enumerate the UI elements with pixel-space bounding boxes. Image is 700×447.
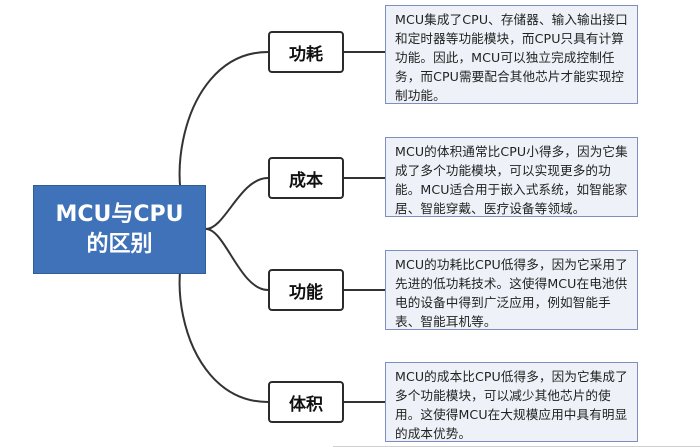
root-topic[interactable]: MCU与CPU 的区别 (33, 185, 206, 274)
leaf-note-power[interactable]: MCU集成了CPU、存储器、输入输出接口和定时器等功能模块，而CPU只具有计算功… (385, 5, 638, 104)
branch-topic-power[interactable]: 功耗 (268, 31, 344, 73)
branch-topic-cost[interactable]: 成本 (268, 157, 344, 199)
root-topic-line-1: MCU与CPU (55, 201, 184, 227)
link-root-branch-2 (205, 177, 269, 230)
link-root-branch-3 (205, 228, 269, 291)
branch-topic-function[interactable]: 功能 (268, 269, 344, 311)
root-topic-line-2: 的区别 (86, 231, 153, 257)
leaf-note-function[interactable]: MCU的功耗比CPU低得多，因为它采用了先进的低功耗技术。这使得MCU在电池供电… (385, 250, 638, 330)
leaf-note-cost[interactable]: MCU的体积通常比CPU小得多，因为它集成了多个功能模块，可以实现更多的功能。M… (385, 137, 638, 217)
branch-topic-size[interactable]: 体积 (268, 381, 344, 423)
leaf-note-size[interactable]: MCU的成本比CPU低得多，因为它集成了多个功能模块，可以减少其他芯片的使用。这… (385, 362, 638, 442)
